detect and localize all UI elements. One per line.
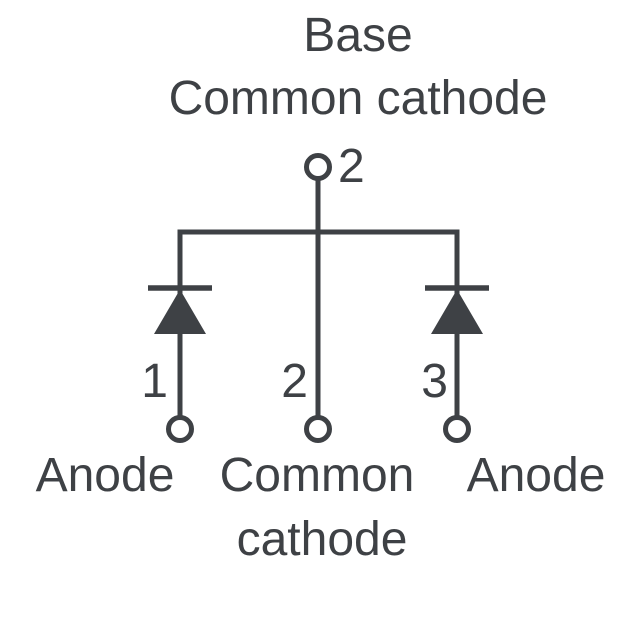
terminal-circle-pin2 [304, 415, 332, 443]
terminal-circle-top [304, 153, 332, 181]
pin1-function-label: Anode [35, 449, 175, 502]
diode-right-anode-triangle [431, 289, 483, 334]
diode-symbol-right [425, 285, 489, 334]
pin2-function-label-line1: Common [219, 449, 415, 502]
terminal-circle-pin1 [166, 415, 194, 443]
terminal-circle-pin3 [443, 415, 471, 443]
pin3-function-label: Anode [466, 449, 606, 502]
top-pin-number: 2 [338, 140, 365, 193]
pin2-function-label-line2: cathode [236, 513, 408, 566]
top-label-line1: Base [303, 9, 413, 62]
top-label-line2: Common cathode [168, 72, 548, 125]
diode-symbol-left [148, 285, 212, 334]
diode-left-anode-triangle [154, 289, 206, 334]
pin3-number: 3 [421, 355, 448, 408]
pin2-number: 2 [281, 355, 308, 408]
pin1-number: 1 [141, 355, 168, 408]
